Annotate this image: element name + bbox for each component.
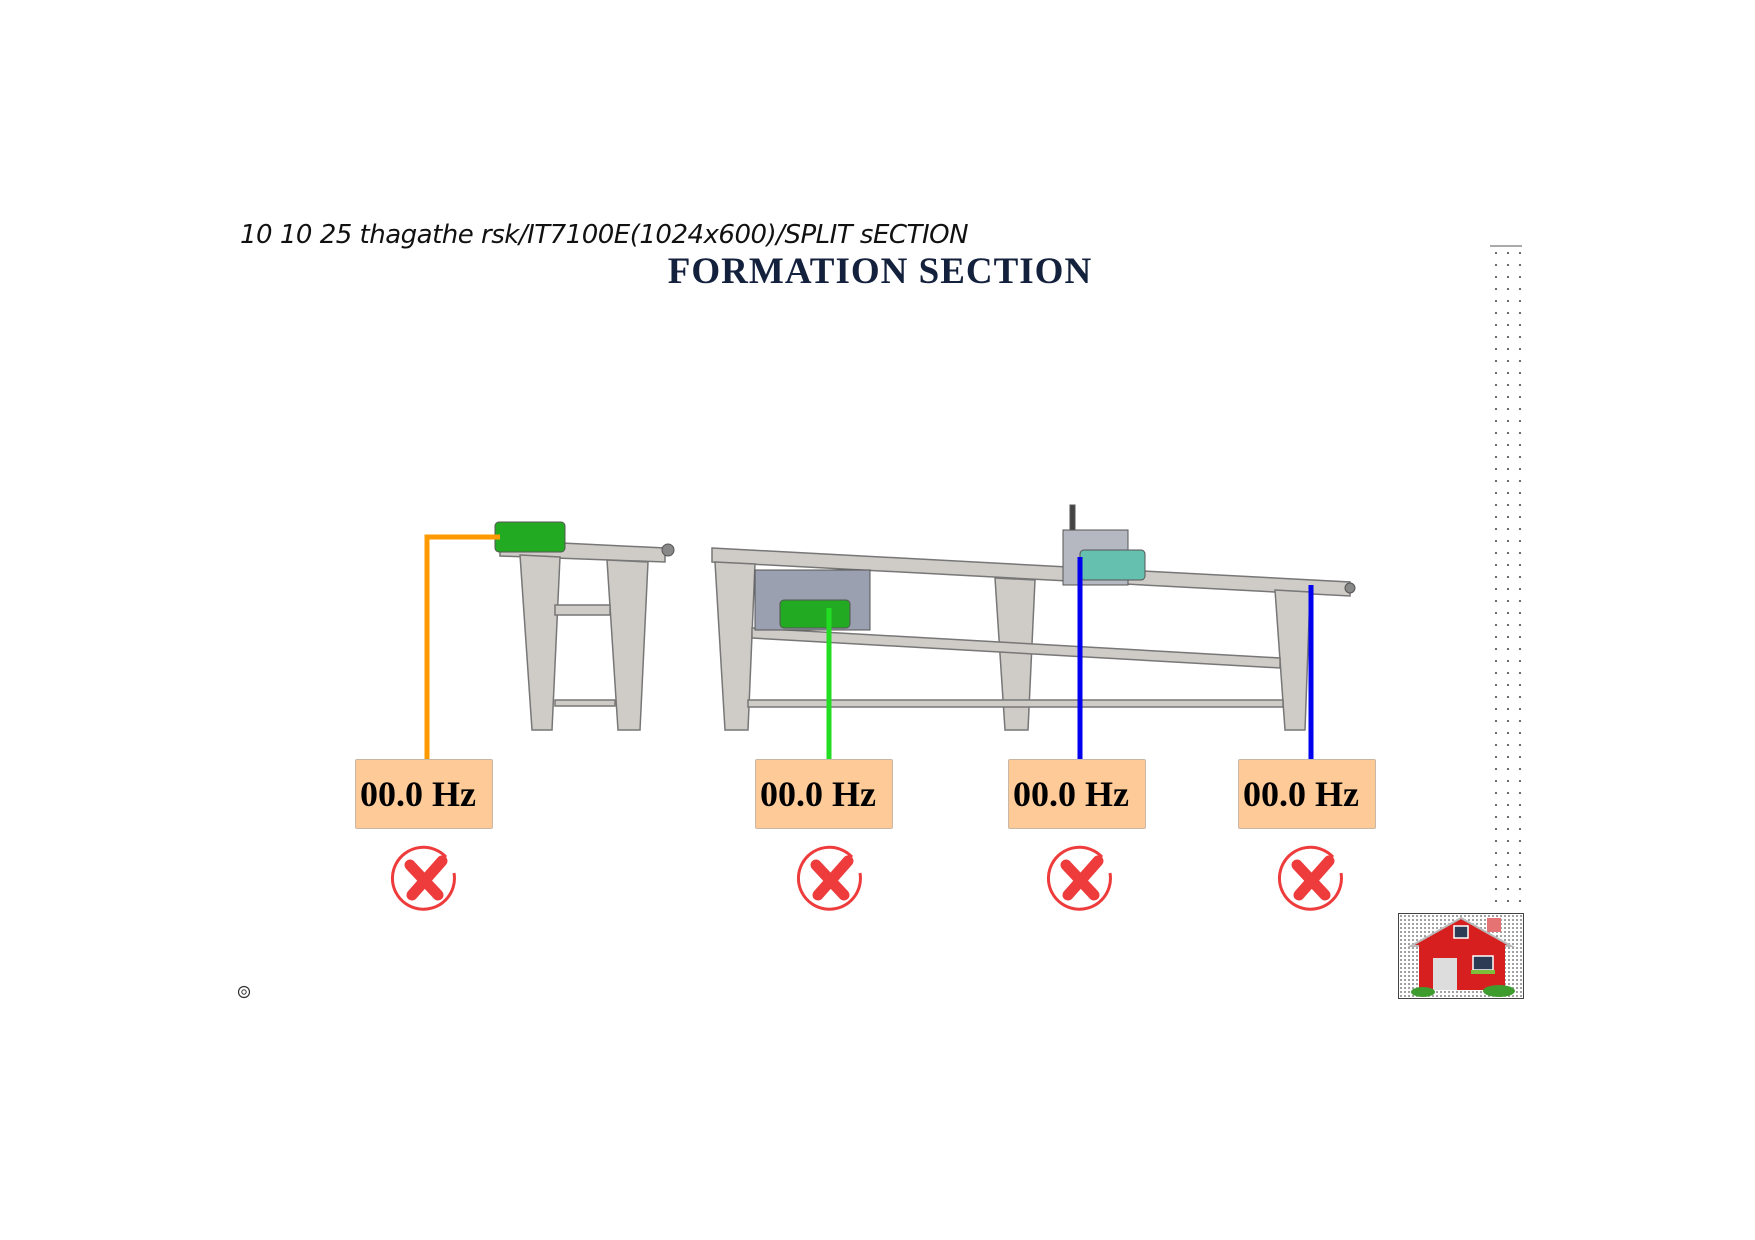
- drive-1-fault-x-circle-icon: [390, 845, 456, 911]
- main-table: [711, 547, 1351, 731]
- home-icon: [1407, 916, 1515, 997]
- drive-2-frequency-display: 00.0 Hz: [755, 759, 893, 829]
- drive-2-fault-x-circle-icon: [796, 845, 862, 911]
- page-title: FORMATION SECTION: [667, 251, 1093, 292]
- drive-1-signal-line: [424, 534, 500, 762]
- drive-4-frequency-display: 00.0 Hz: [1238, 759, 1376, 829]
- drive-4-fault-x-circle-icon: [1277, 845, 1343, 911]
- left-table: [499, 539, 666, 731]
- drive-1-frequency-display: 00.0 Hz: [355, 759, 493, 829]
- home-button[interactable]: [1398, 913, 1524, 999]
- dotted-side-panel: [1490, 245, 1522, 902]
- motor-assemblies: [494, 504, 1356, 631]
- drive-3-fault-x-circle-icon: [1046, 845, 1112, 911]
- status-circle-icon: [237, 985, 251, 999]
- drive-3-frequency-display: 00.0 Hz: [1008, 759, 1146, 829]
- project-path: 10 10 25 thagathe rsk/IT7100E(1024x600)/…: [240, 220, 969, 250]
